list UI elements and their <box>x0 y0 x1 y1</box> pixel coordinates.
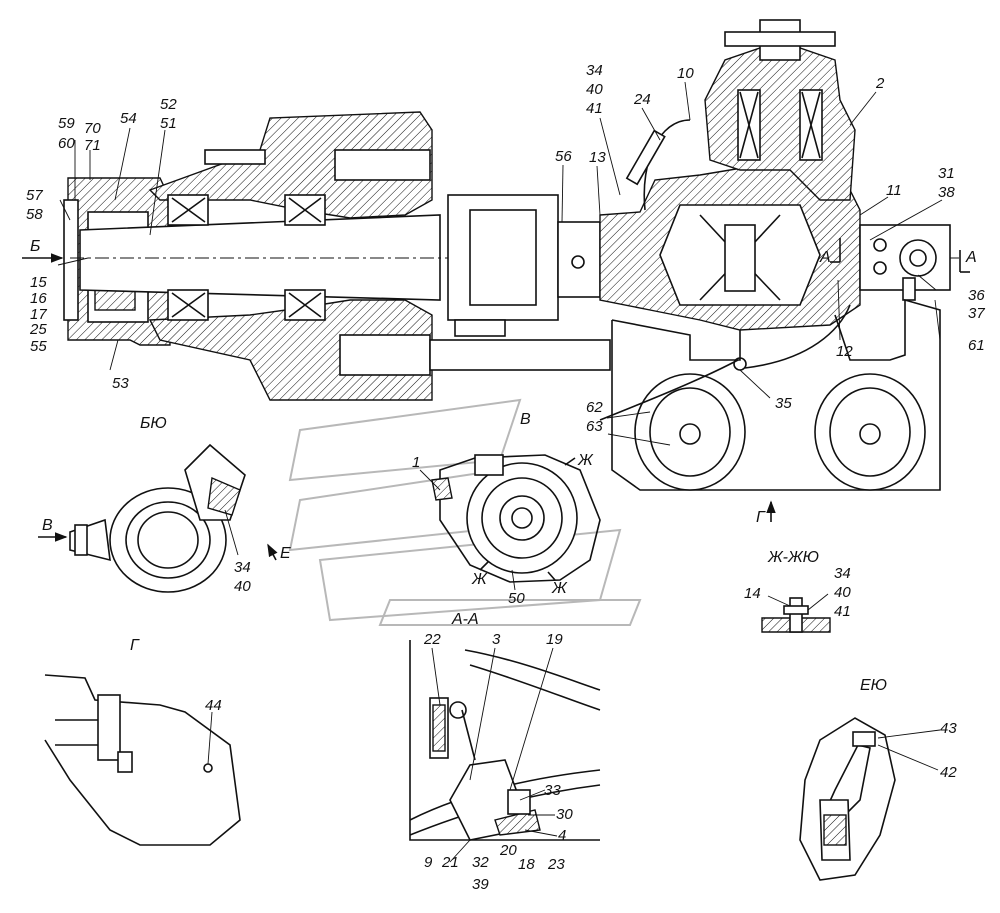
view-e-drawing <box>799 717 896 881</box>
main-section-view <box>63 19 970 491</box>
label-22: 22 <box>423 631 441 648</box>
label-3: 3 <box>492 631 501 648</box>
part-number-labels: 59 60 70 71 54 52 51 57 58 15 16 17 25 5… <box>26 62 985 893</box>
bearing-right-bottom <box>284 289 326 321</box>
label-32: 32 <box>472 854 489 871</box>
label-18: 18 <box>518 856 535 873</box>
label-24: 24 <box>633 91 651 108</box>
label-37: 37 <box>968 305 985 322</box>
label-35: 35 <box>775 395 792 412</box>
brake-chamber-right <box>814 373 926 491</box>
label-53: 53 <box>112 375 129 392</box>
label-43: 43 <box>940 720 957 737</box>
label-62: 62 <box>586 399 603 416</box>
label-54: 54 <box>120 110 137 127</box>
marker-a-left-label: А <box>819 249 831 266</box>
view-titles: БЮ Ж-ЖЮ Г А-А ЕЮ <box>130 415 887 694</box>
label-11: 11 <box>886 182 902 199</box>
view-title-zhzh: Ж-ЖЮ <box>767 549 819 566</box>
flange-view-drawing <box>431 454 601 583</box>
label-1: 1 <box>412 454 420 471</box>
label-25: 25 <box>29 321 47 338</box>
marker-zh-2-label: Ж <box>471 571 488 588</box>
brake-chamber-left <box>634 373 746 491</box>
view-title-g: Г <box>130 637 140 654</box>
view-zhzh-drawing <box>761 597 831 633</box>
label-56: 56 <box>555 148 572 165</box>
label-16: 16 <box>30 290 47 307</box>
label-42: 42 <box>940 764 957 781</box>
label-30: 30 <box>556 806 573 823</box>
marker-g-arrow-label: Г <box>756 509 766 526</box>
label-19: 19 <box>546 631 563 648</box>
label-34-top: 34 <box>586 62 603 79</box>
view-title-b: БЮ <box>140 415 167 432</box>
label-50: 50 <box>508 590 525 607</box>
label-57: 57 <box>26 187 43 204</box>
view-g-drawing <box>44 674 241 846</box>
label-23: 23 <box>547 856 565 873</box>
label-39: 39 <box>472 876 489 893</box>
label-15: 15 <box>30 274 47 291</box>
marker-e-arrow-label: Е <box>280 545 291 562</box>
label-34-view-b: 34 <box>234 559 251 576</box>
label-63: 63 <box>586 418 603 435</box>
view-title-aa: А-А <box>451 611 479 628</box>
label-40-view-b: 40 <box>234 578 251 595</box>
marker-a-right-label: А <box>965 249 977 266</box>
label-40-zhzh: 40 <box>834 584 851 601</box>
label-20: 20 <box>499 842 517 859</box>
label-9: 9 <box>424 854 433 871</box>
label-41-top: 41 <box>586 100 603 117</box>
leader-lines <box>57 81 943 863</box>
label-40-top: 40 <box>586 81 603 98</box>
label-38: 38 <box>938 184 955 201</box>
view-aa-drawing <box>409 640 601 841</box>
label-71: 71 <box>84 137 101 154</box>
view-b-drawing <box>69 443 246 593</box>
label-58: 58 <box>26 206 43 223</box>
label-14: 14 <box>744 585 761 602</box>
label-10: 10 <box>677 65 694 82</box>
label-33: 33 <box>544 782 561 799</box>
label-52: 52 <box>160 96 177 113</box>
label-12: 12 <box>836 343 853 360</box>
label-17: 17 <box>30 306 47 323</box>
label-44: 44 <box>205 697 222 714</box>
label-51: 51 <box>160 115 177 132</box>
marker-v-main-label: В <box>520 411 531 428</box>
label-31: 31 <box>938 165 955 182</box>
marker-zh-3-label: Ж <box>551 580 568 597</box>
label-13: 13 <box>589 149 606 166</box>
marker-v-arrow-label: В <box>42 517 53 534</box>
label-55: 55 <box>30 338 47 355</box>
label-60: 60 <box>58 135 75 152</box>
view-markers: Б В В Е Г А А Ж Ж Ж <box>22 238 977 597</box>
label-34-zhzh: 34 <box>834 565 851 582</box>
label-41-zhzh: 41 <box>834 603 851 620</box>
label-36: 36 <box>968 287 985 304</box>
label-4: 4 <box>558 827 566 844</box>
label-59: 59 <box>58 115 75 132</box>
bearing-left-bottom <box>167 289 209 321</box>
bearing-left-top <box>167 194 209 226</box>
label-70: 70 <box>84 120 101 137</box>
label-21: 21 <box>441 854 459 871</box>
label-2: 2 <box>875 75 885 92</box>
marker-zh-1-label: Ж <box>577 452 594 469</box>
bearing-right-top <box>284 194 326 226</box>
label-61: 61 <box>968 337 985 354</box>
marker-b-arrow-label: Б <box>30 238 40 255</box>
view-title-e: ЕЮ <box>860 677 887 694</box>
